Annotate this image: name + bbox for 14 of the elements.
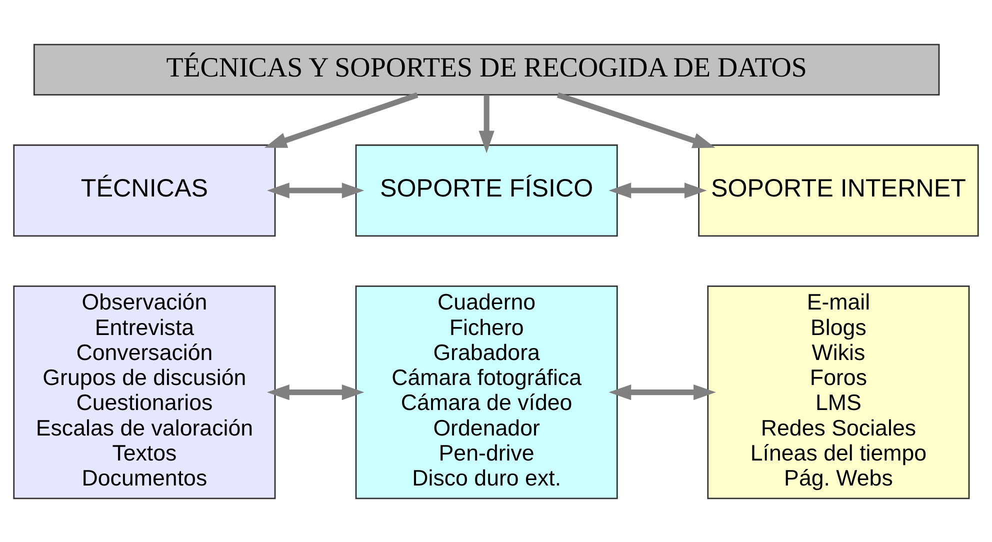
node-box: Observación Entrevista Conversación Grupos de discusión Cuestionarios Escalas de valoración Textos Documentos	[13, 284, 276, 499]
node-box: TÉCNICAS	[13, 144, 276, 236]
arrow	[608, 384, 716, 400]
arrow	[264, 92, 418, 148]
node-box: Cuaderno Fichero Grabadora Cámara fotográfica Cámara de vídeo Ordenador Pen-drive Disco duro ext.	[355, 284, 618, 499]
node-box: TÉCNICAS Y SOPORTES DE RECOGIDA DE DATOS	[33, 43, 940, 96]
arrow	[608, 182, 707, 198]
arrow	[266, 182, 364, 198]
node-box: SOPORTE INTERNET	[698, 144, 979, 236]
node-box: SOPORTE FÍSICO	[355, 144, 618, 236]
arrow	[266, 384, 364, 400]
node-box: E-mail Blogs Wikis Foros LMS Redes Sociales Líneas del tiempo Pág. Webs	[707, 284, 970, 499]
arrow	[478, 94, 494, 153]
arrow	[556, 92, 716, 148]
